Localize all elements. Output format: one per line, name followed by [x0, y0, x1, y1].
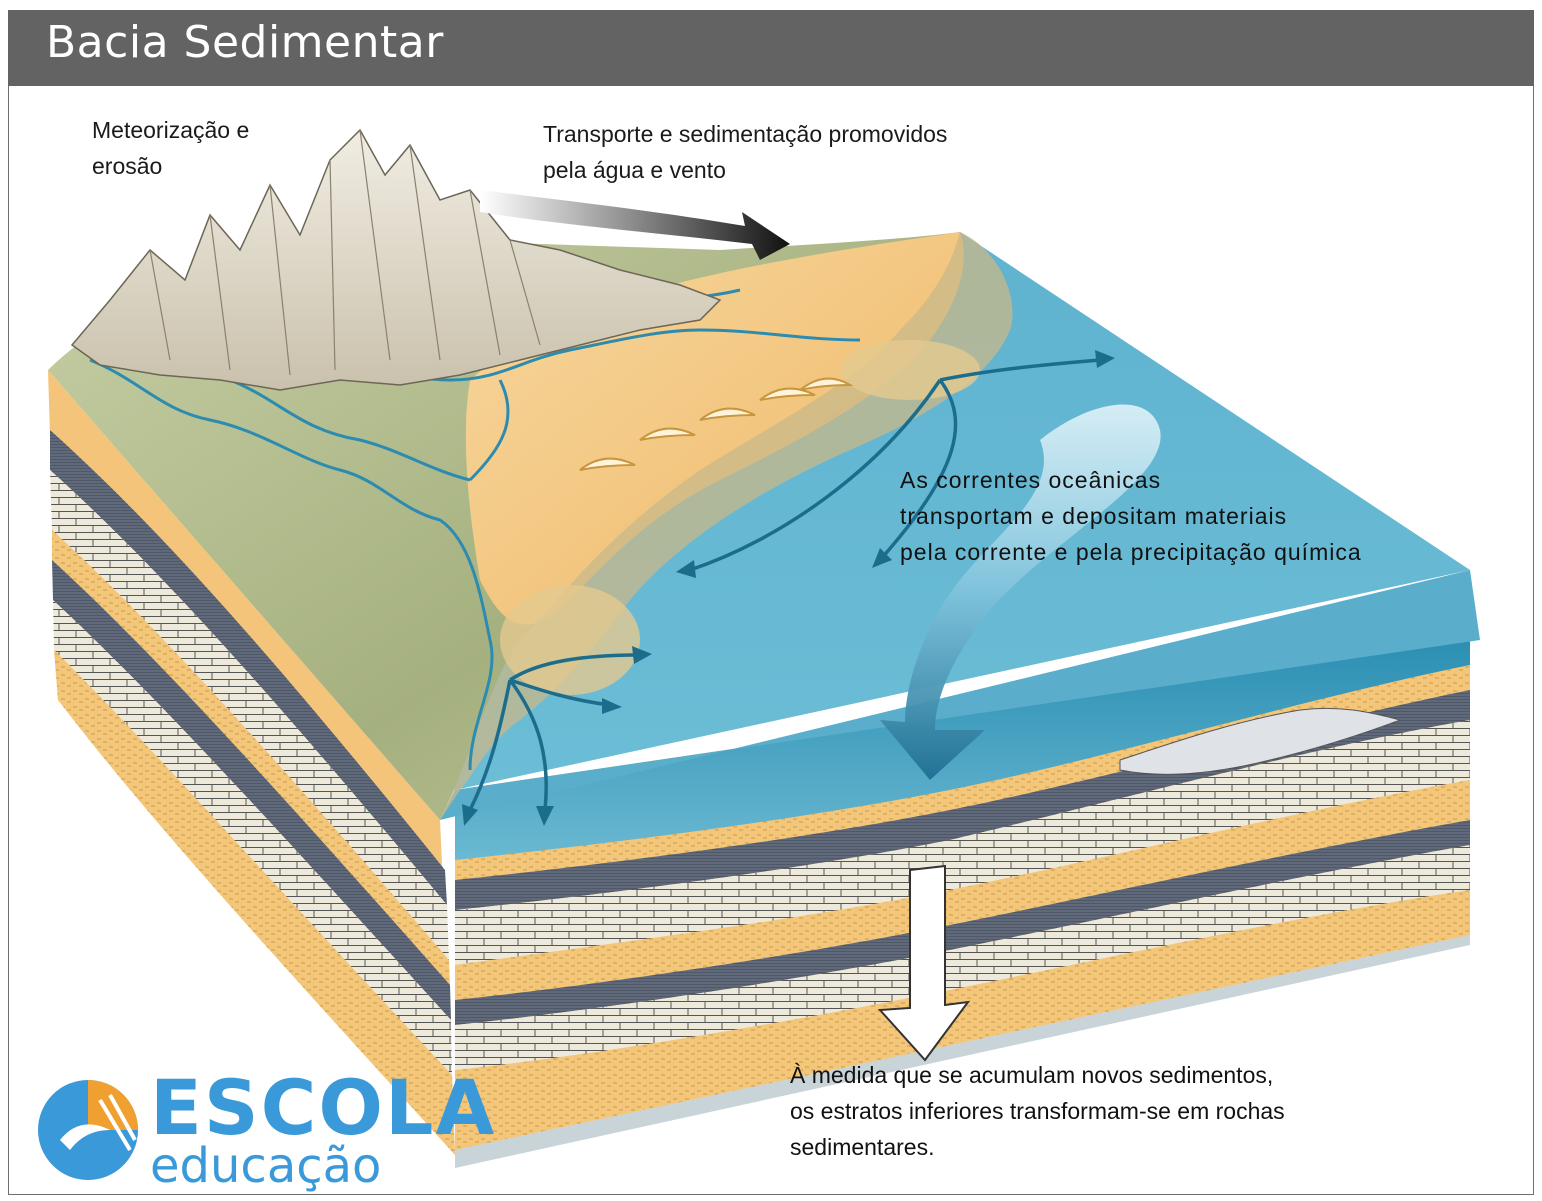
- mountains: [70, 128, 722, 391]
- logo-word-escola: ESCOLA: [150, 1063, 497, 1152]
- logo-emblem: [38, 1080, 138, 1180]
- precipitation-arrow: [880, 404, 1161, 780]
- label-accumulation: À medida que se acumulam novos sedimento…: [790, 1062, 1285, 1160]
- logo-word-educacao: educação: [150, 1138, 382, 1194]
- ocean-current-arrows: [468, 358, 1101, 811]
- arrow-heads: [462, 350, 1115, 826]
- label-weathering: Meteorização e erosão: [92, 117, 250, 179]
- left-strata-face: [48, 370, 455, 1155]
- burial-arrow: [877, 864, 971, 1062]
- diagram-title: Bacia Sedimentar: [46, 17, 444, 68]
- title-bar: [8, 10, 1534, 86]
- label-ocean-currents: As correntes oceânicas transportam e dep…: [900, 467, 1362, 565]
- transport-arrow: [480, 190, 790, 260]
- label-transport: Transporte e sedimentação promovidos pel…: [543, 121, 948, 183]
